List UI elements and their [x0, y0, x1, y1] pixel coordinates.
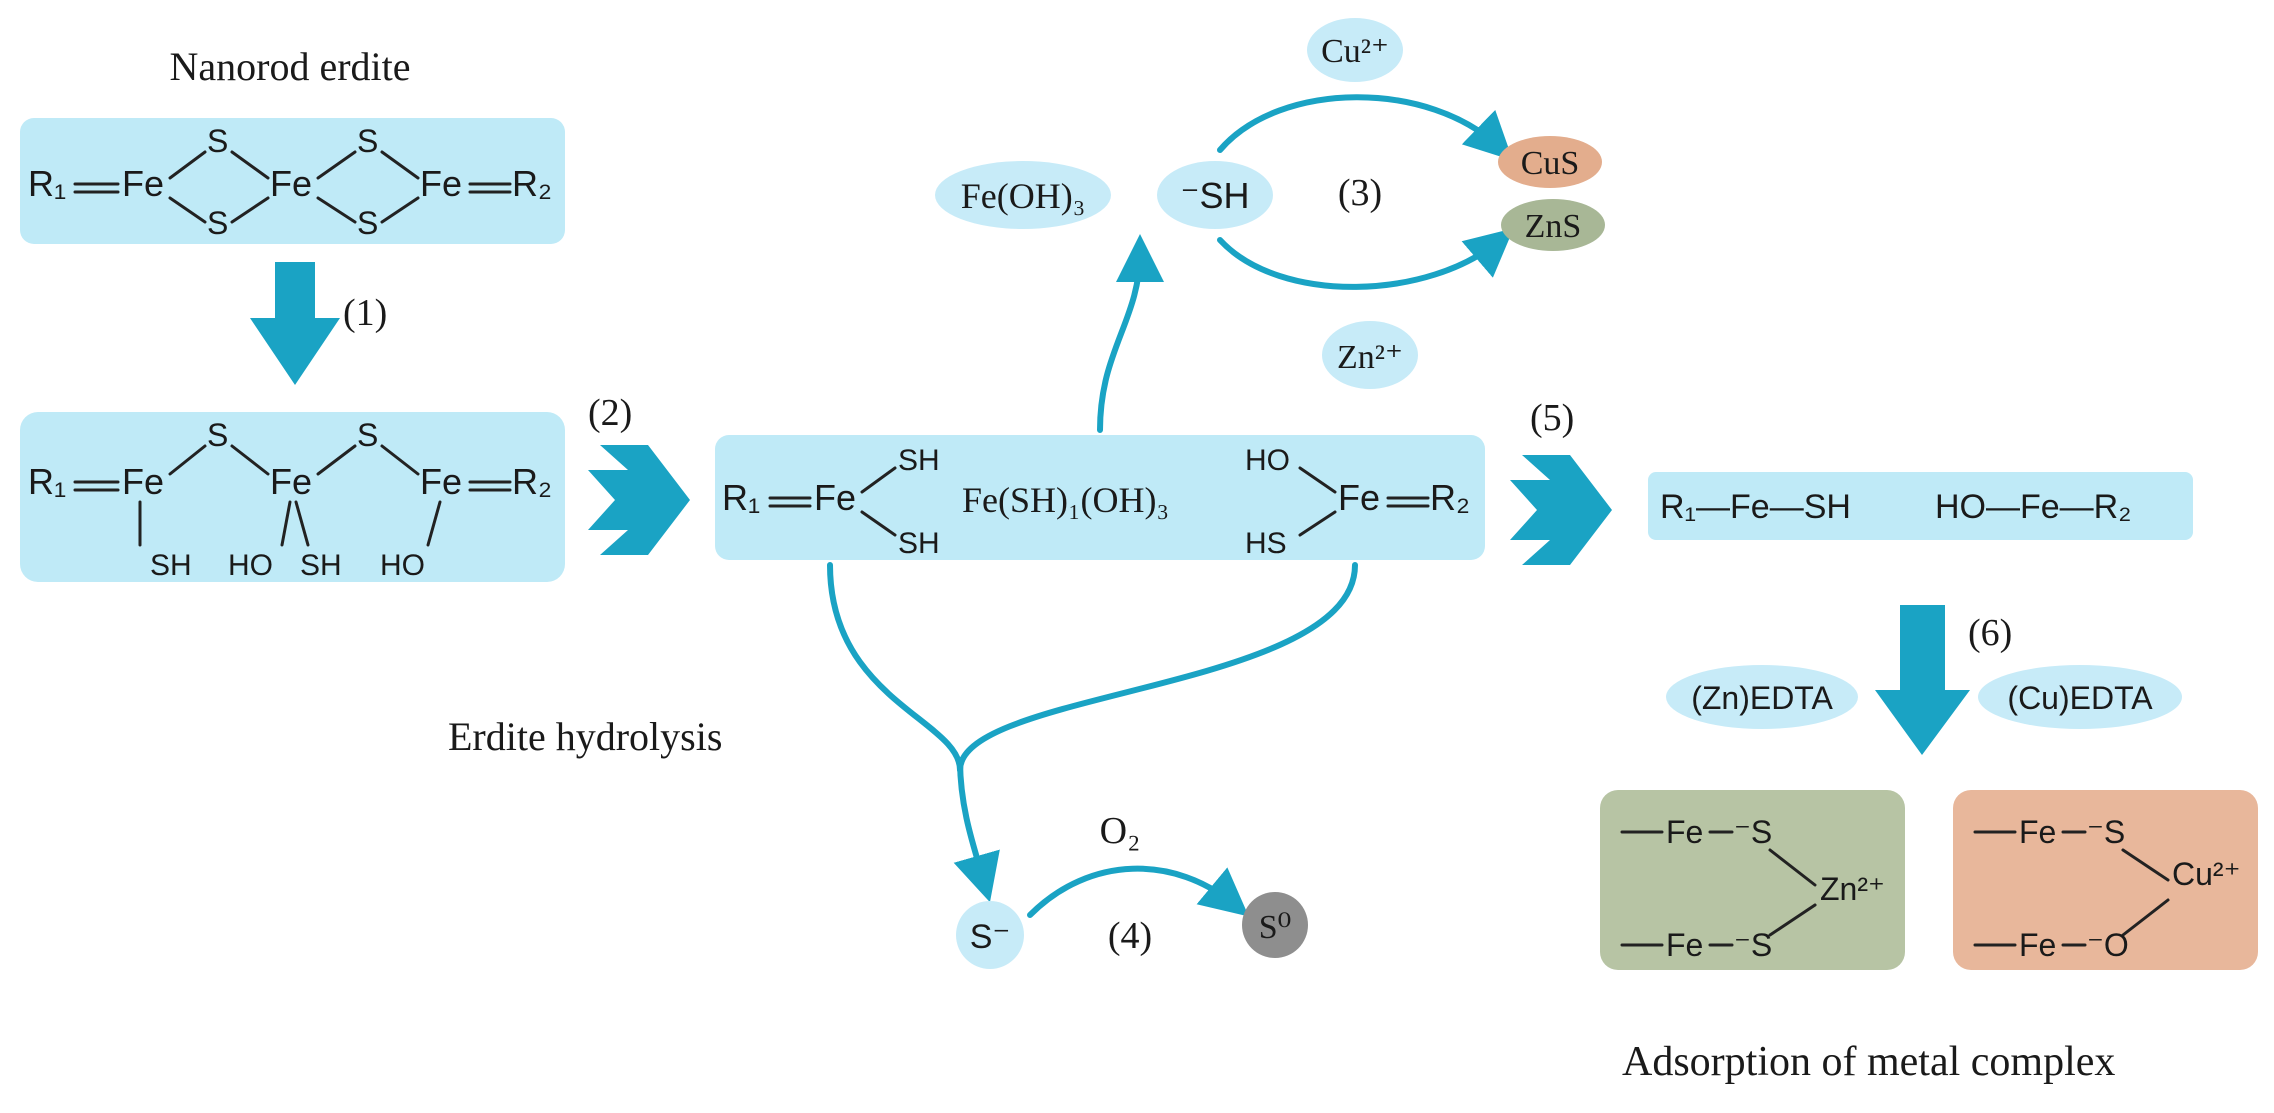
s2-fe-mid: Fe: [270, 461, 312, 502]
s1-fe-right: Fe: [420, 163, 462, 204]
step1-arrow: [250, 262, 340, 385]
fe-oh3-ellipse: [935, 161, 1111, 229]
s2-r2: R₂: [512, 461, 552, 502]
zns-ellipse: [1501, 199, 1605, 251]
s3-fe-right: Fe: [1338, 477, 1380, 518]
cu-complex: Fe ⁻S Cu²⁺ Fe ⁻O: [1953, 790, 2258, 970]
structure-nanorod-erdite: R₁ Fe S S Fe S S Fe R₂: [20, 118, 565, 244]
step6-arrow: [1875, 605, 1970, 755]
s3-r1: R₁: [722, 477, 760, 518]
s1-s-top-2: S: [357, 123, 378, 159]
cu-ion-label: Cu²⁺: [1321, 33, 1389, 70]
s2-ho-mid: HO: [228, 549, 273, 582]
zn-complex: Fe ⁻S Zn²⁺ Fe ⁻S: [1600, 790, 1905, 970]
zn-edta-ellipse: [1666, 665, 1858, 729]
cu-complex-s-top: ⁻S: [2087, 814, 2125, 850]
hydrolysis-up-arrow: [1097, 234, 1164, 433]
cu-complex-metal: Cu²⁺: [2172, 856, 2240, 892]
step5-label: (5): [1530, 397, 1574, 439]
s2-sh-mid: SH: [300, 549, 342, 582]
structure-2: R₁ Fe S SH Fe S HO SH Fe HO R₂: [20, 412, 565, 582]
cu-complex-o-bottom: ⁻O: [2087, 927, 2129, 963]
s-minus-label: S⁻: [970, 918, 1011, 956]
step2-label: (2): [588, 392, 632, 434]
zn-edta-label: (Zn)EDTA: [1691, 680, 1833, 716]
step3-label: (3): [1338, 172, 1382, 214]
structure-3: R₁ Fe SH SH Fe(SH)₁(OH)₃ HO HS Fe R₂: [715, 435, 1485, 560]
cu-complex-fe-bottom: Fe: [2019, 927, 2056, 963]
step4-arrow: [1027, 865, 1249, 918]
s3-sh-bottom: SH: [898, 527, 940, 560]
step3-arrow-zn: [1217, 228, 1514, 290]
cu-complex-box: [1953, 790, 2258, 970]
zn-complex-fe-top: Fe: [1666, 814, 1703, 850]
s1-s-bottom-2: S: [357, 205, 378, 241]
s1-r1: R₁: [28, 163, 66, 204]
o2-label: O₂: [1100, 810, 1141, 852]
cu-ion-ellipse: [1307, 18, 1403, 82]
s3-middle: Fe(SH)₁(OH)₃: [962, 480, 1169, 520]
s3-ho: HO: [1245, 444, 1290, 477]
step6-label: (6): [1968, 612, 2012, 654]
zn-complex-s-top: ⁻S: [1734, 814, 1772, 850]
zn-complex-metal: Zn²⁺: [1820, 871, 1885, 907]
cu-edta-label: (Cu)EDTA: [2007, 680, 2153, 716]
step2-arrow: [588, 445, 690, 555]
hydrolysis-right-curve: [957, 562, 1358, 773]
s3-r2: R₂: [1430, 477, 1470, 518]
s2-fe-left: Fe: [122, 461, 164, 502]
fe-oh3-label: Fe(OH)₃: [961, 176, 1086, 216]
s1-fe-mid: Fe: [270, 163, 312, 204]
sh-label: ⁻SH: [1180, 175, 1249, 216]
structure5-left: R₁—Fe—SH: [1660, 488, 1851, 526]
s2-fe-right: Fe: [420, 461, 462, 502]
zn-ion-label: Zn²⁺: [1337, 339, 1403, 376]
step3-arrow-cu: [1217, 94, 1513, 161]
s2-sh-left: SH: [150, 549, 192, 582]
structure5-right: HO—Fe—R₂: [1935, 488, 2131, 526]
s3-fe-left: Fe: [814, 477, 856, 518]
s2-r1: R₁: [28, 461, 66, 502]
s0-label: S⁰: [1259, 909, 1292, 946]
structure3-box: [715, 435, 1485, 560]
s2-s-1: S: [207, 417, 228, 453]
s2-s-2: S: [357, 417, 378, 453]
cus-ellipse: [1498, 136, 1602, 188]
zn-complex-s-bottom: ⁻S: [1734, 927, 1772, 963]
zns-label: ZnS: [1525, 208, 1582, 245]
adsorption-label: Adsorption of metal complex: [1622, 1039, 2115, 1085]
s2-ho-right: HO: [380, 549, 425, 582]
zn-complex-box: [1600, 790, 1905, 970]
s1-s-bottom-1: S: [207, 205, 228, 241]
sh-ellipse: [1157, 161, 1273, 229]
s1-fe-left: Fe: [122, 163, 164, 204]
s3-sh-top: SH: [898, 444, 940, 477]
step4-label: (4): [1108, 915, 1152, 957]
cu-complex-fe-top: Fe: [2019, 814, 2056, 850]
s0-circle: [1242, 892, 1308, 958]
hydrolysis-down-arrow: [953, 757, 1000, 903]
nanorod-erdite-label: Nanorod erdite: [169, 44, 410, 89]
hydrolysis-left-curve: [827, 562, 963, 773]
erdite-hydrolysis-label: Erdite hydrolysis: [448, 714, 722, 759]
s-minus-ellipse: [956, 901, 1024, 969]
step5-arrow: [1510, 455, 1612, 565]
s1-r2: R₂: [512, 163, 552, 204]
structure1-box: [20, 118, 565, 244]
structure5-box: [1648, 472, 2193, 540]
zn-ion-ellipse: [1322, 321, 1418, 389]
cu-edta-ellipse: [1978, 665, 2182, 729]
zn-complex-fe-bottom: Fe: [1666, 927, 1703, 963]
step1-label: (1): [343, 292, 387, 334]
cus-label: CuS: [1521, 145, 1580, 182]
s3-hs: HS: [1245, 527, 1287, 560]
s1-s-top-1: S: [207, 123, 228, 159]
